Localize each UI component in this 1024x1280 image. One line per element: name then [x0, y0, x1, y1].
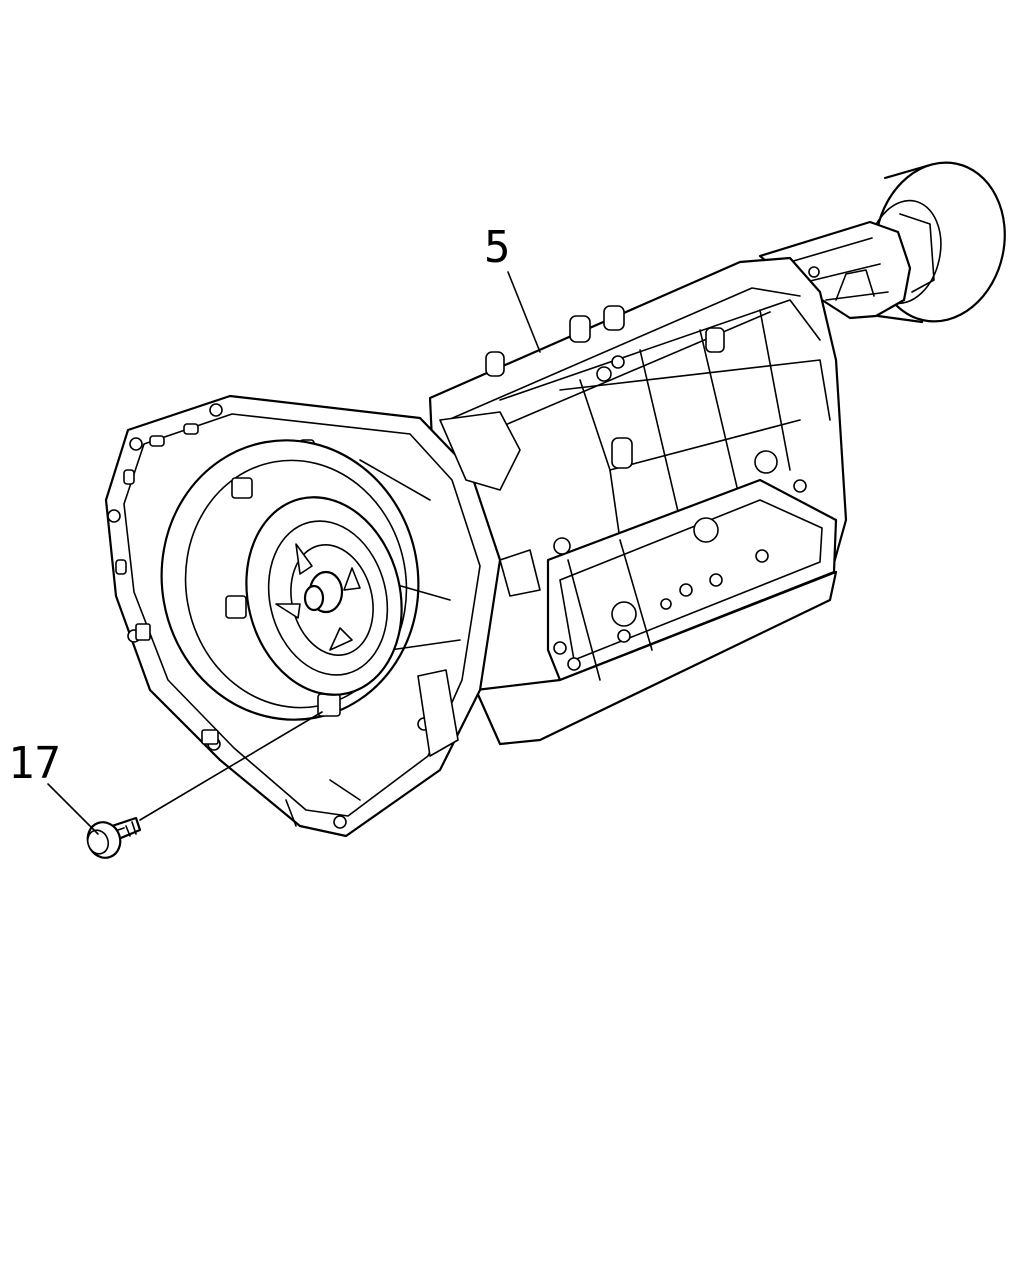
leader-lines	[47, 271, 541, 835]
torque-converter	[245, 496, 403, 696]
callout-5: 5	[484, 222, 511, 273]
bolt-17	[86, 816, 142, 859]
oil-pan	[474, 478, 838, 746]
callout-17: 17	[8, 738, 61, 789]
leader-line-5	[507, 271, 541, 353]
leader-line-17	[47, 783, 99, 835]
extension-housing	[758, 220, 912, 320]
bolt-installation-line	[139, 711, 323, 821]
